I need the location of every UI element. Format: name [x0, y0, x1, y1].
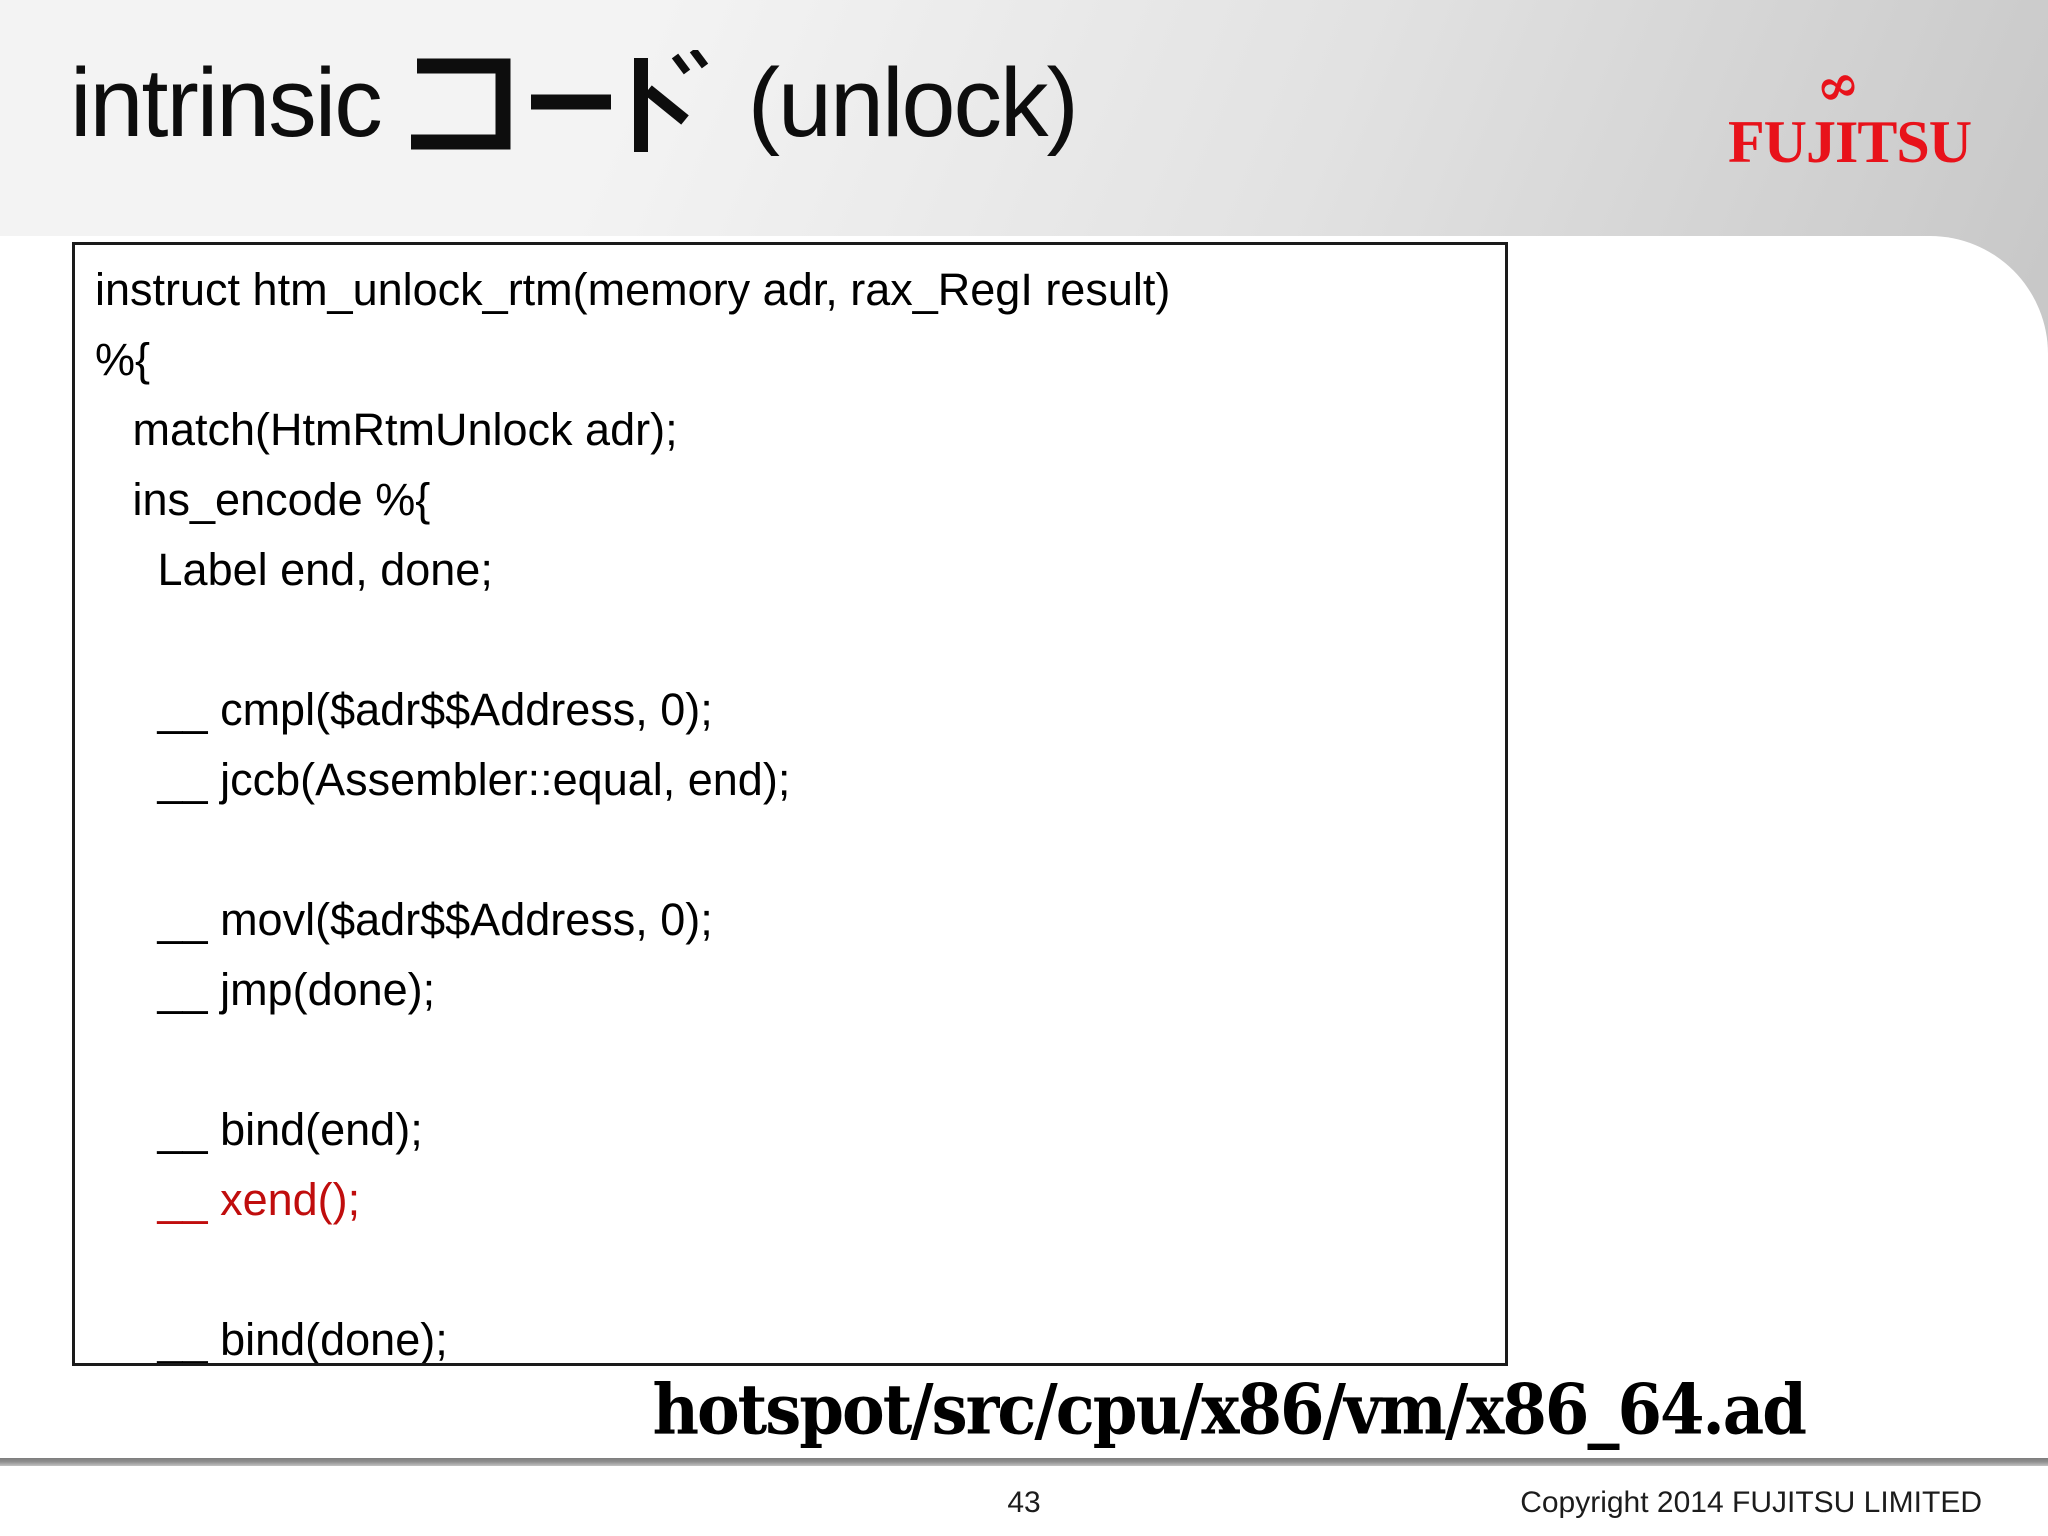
copyright-text: Copyright 2014 FUJITSU LIMITED — [1520, 1486, 1982, 1519]
code-line: __ xend(); — [95, 1174, 361, 1225]
code-line — [95, 1025, 1495, 1095]
page-title: intrinsic (unlock) — [70, 28, 1079, 178]
fujitsu-logo: ∞ FUJITSU — [1728, 51, 1972, 175]
page-title-prefix: intrinsic — [70, 48, 383, 157]
code-line: ins_encode %{ — [95, 474, 431, 525]
source-path: hotspot/src/cpu/x86/vm/x86_64.ad — [652, 1369, 1807, 1451]
fujitsu-logo-text: FUJITSU — [1728, 109, 1972, 175]
code-line: match(HtmRtmUnlock adr); — [95, 404, 678, 455]
code-line: __ bind(end); — [95, 1104, 423, 1155]
page-number: 43 — [1007, 1486, 1041, 1519]
code-line: __ bind(done); — [95, 1314, 448, 1365]
page-title-suffix: (unlock) — [722, 48, 1079, 157]
code-line: instruct htm_unlock_rtm(memory adr, rax_… — [95, 264, 1171, 315]
code-line — [95, 1235, 1495, 1305]
code-panel: instruct htm_unlock_rtm(memory adr, rax_… — [72, 242, 1508, 1366]
code-line: __ cmpl($adr$$Address, 0); — [95, 684, 713, 735]
code-line — [95, 605, 1495, 675]
code-line: Label end, done; — [95, 544, 493, 595]
code-line: __ jccb(Assembler::equal, end); — [95, 754, 791, 805]
page-title-japanese-code — [410, 50, 708, 152]
code-line — [95, 815, 1495, 885]
code-line: __ jmp(done); — [95, 964, 436, 1015]
footer-divider — [0, 1458, 2048, 1466]
code-line: %{ — [95, 334, 151, 385]
code-line: __ movl($adr$$Address, 0); — [95, 894, 713, 945]
